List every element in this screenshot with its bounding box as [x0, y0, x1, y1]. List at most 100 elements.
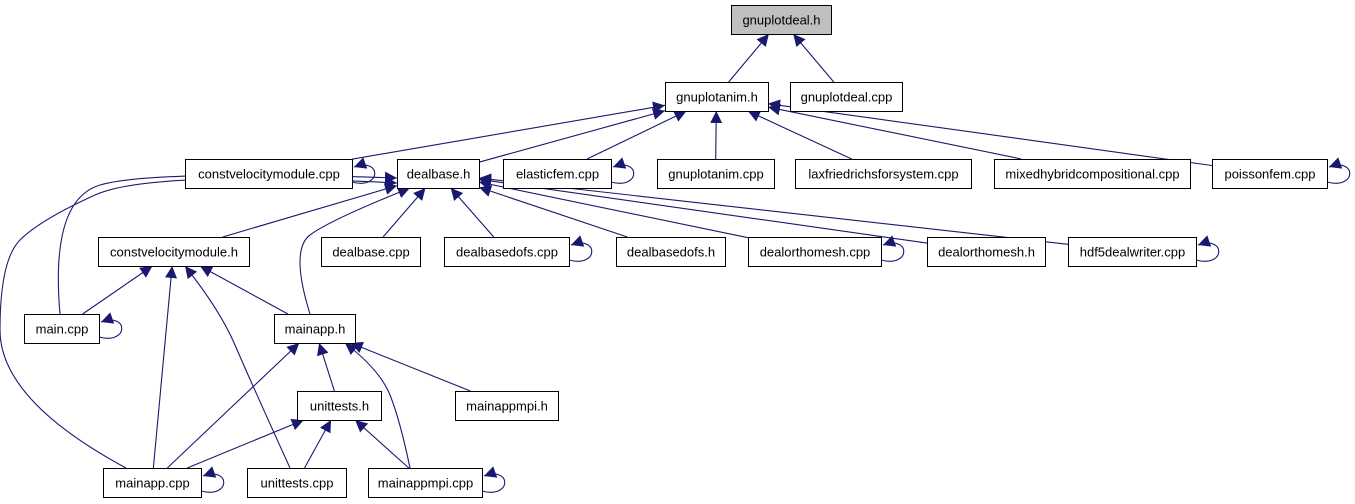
edge-poissonfem-cpp-to-gnuplotanim-h [767, 99, 1213, 167]
node-box [397, 159, 480, 189]
node-mainappmpi-h[interactable]: mainappmpi.h [455, 391, 559, 421]
node-dealorthomesh-cpp[interactable]: dealorthomesh.cpp [748, 237, 882, 267]
node-constvelocitymodule-h[interactable]: constvelocitymodule.h [98, 237, 250, 267]
edge-mainappmpi-cpp-to-mainapp-h [344, 342, 411, 469]
node-elasticfem-cpp[interactable]: elasticfem.cpp [503, 159, 612, 189]
node-label: poissonfem.cpp [1224, 167, 1315, 182]
node-main-cpp[interactable]: main.cpp [24, 314, 100, 344]
node-box [503, 159, 612, 189]
node-label: mainappmpi.cpp [378, 476, 473, 491]
node-box [297, 391, 382, 421]
node-label: mainappmpi.h [466, 399, 548, 414]
node-dealorthomesh-h[interactable]: dealorthomesh.h [927, 237, 1046, 267]
node-box [274, 314, 356, 344]
edge-unittests-h-to-mainapp-h [317, 342, 335, 392]
self-loop-elasticfem-cpp [610, 157, 635, 184]
node-mainapp-cpp[interactable]: mainapp.cpp [103, 468, 202, 498]
node-label: dealbase.h [407, 167, 471, 182]
node-box [368, 468, 483, 498]
node-box [731, 5, 832, 35]
edge-gnuplotanim-cpp-to-gnuplotanim-h [710, 110, 723, 160]
node-gnuplotanim-h[interactable]: gnuplotanim.h [665, 82, 769, 112]
node-box [1068, 237, 1197, 267]
edge-mainappmpi-h-to-mainapp-h [350, 341, 471, 392]
node-box [927, 237, 1046, 267]
node-label: gnuplotanim.cpp [668, 167, 763, 182]
node-mainapp-h[interactable]: mainapp.h [274, 314, 356, 344]
node-box [185, 159, 353, 189]
node-label: mainapp.cpp [115, 476, 189, 491]
edge-mainapp-h-to-dealbase-h [299, 186, 411, 315]
self-loop-constvelocitymodule-cpp [351, 157, 376, 184]
edge-constvelocitymodule-h-to-dealbase-h [222, 183, 398, 238]
node-label: elasticfem.cpp [516, 167, 599, 182]
node-label: mixedhybridcompositional.cpp [1005, 167, 1179, 182]
node-dealbasedofs-h[interactable]: dealbasedofs.h [616, 237, 726, 267]
edge-dealbase-h-to-gnuplotanim-h [478, 108, 666, 163]
node-hdf5dealwriter-cpp[interactable]: hdf5dealwriter.cpp [1068, 237, 1197, 267]
edge-constvelocitymodule-cpp-to-gnuplotanim-h [351, 101, 666, 160]
node-mixedhybridcompositional-cpp[interactable]: mixedhybridcompositional.cpp [994, 159, 1191, 189]
node-box [321, 237, 421, 267]
node-label: gnuplotdeal.cpp [801, 90, 893, 105]
node-dealbase-cpp[interactable]: dealbase.cpp [321, 237, 421, 267]
self-loop-dealorthomesh-cpp [880, 235, 905, 262]
edge-main-cpp-to-constvelocitymodule-h [82, 265, 153, 315]
node-label: dealbasedofs.cpp [456, 245, 558, 260]
edge-mainapp-cpp-to-mainapp-h [166, 342, 300, 469]
node-box [665, 82, 769, 112]
node-poissonfem-cpp[interactable]: poissonfem.cpp [1212, 159, 1328, 189]
node-label: gnuplotanim.h [676, 90, 758, 105]
nodes-layer: gnuplotdeal.h gnuplotanim.h gnuplotdeal.cp… [24, 5, 1328, 498]
self-loop-mainapp-cpp [200, 466, 225, 493]
edge-dealorthomesh-h-to-dealbase-h [478, 175, 928, 244]
node-box [455, 391, 559, 421]
node-dealbasedofs-cpp[interactable]: dealbasedofs.cpp [444, 237, 570, 267]
node-box [24, 314, 100, 344]
node-label: dealbasedofs.h [627, 245, 715, 260]
node-box [98, 237, 250, 267]
node-gnuplotdeal-h[interactable]: gnuplotdeal.h [731, 5, 832, 35]
node-gnuplotdeal-cpp[interactable]: gnuplotdeal.cpp [790, 82, 903, 112]
edge-dealbasedofs-h-to-dealbase-h [478, 185, 628, 238]
edge-mainapp-h-to-constvelocitymodule-h [199, 265, 289, 315]
node-box [444, 237, 570, 267]
edge-mainapp-cpp-to-unittests-h [187, 419, 304, 469]
node-unittests-cpp[interactable]: unittests.cpp [247, 468, 347, 498]
node-gnuplotanim-cpp[interactable]: gnuplotanim.cpp [657, 159, 775, 189]
node-box [657, 159, 775, 189]
node-constvelocitymodule-cpp[interactable]: constvelocitymodule.cpp [185, 159, 353, 189]
node-box [103, 468, 202, 498]
node-box [247, 468, 347, 498]
self-loop-hdf5dealwriter-cpp [1195, 235, 1220, 262]
node-label: laxfriedrichsforsystem.cpp [808, 167, 958, 182]
node-label: dealorthomesh.h [938, 245, 1035, 260]
node-label: unittests.h [310, 399, 369, 414]
node-mainappmpi-cpp[interactable]: mainappmpi.cpp [368, 468, 483, 498]
self-loop-dealbasedofs-cpp [568, 235, 593, 262]
node-box [1212, 159, 1328, 189]
node-label: hdf5dealwriter.cpp [1080, 245, 1186, 260]
edge-unittests-cpp-to-unittests-h [304, 419, 332, 469]
node-dealbase-h[interactable]: dealbase.h [397, 159, 480, 189]
node-laxfriedrichsforsystem-cpp[interactable]: laxfriedrichsforsystem.cpp [795, 159, 972, 189]
edge-dealorthomesh-cpp-to-dealbase-h [478, 178, 749, 239]
edge-dealbase-cpp-to-dealbase-h [382, 187, 426, 238]
self-loop-main-cpp [98, 312, 123, 339]
edge-gnuplotanim-h-to-gnuplotdeal-h [728, 33, 770, 83]
node-unittests-h[interactable]: unittests.h [297, 391, 382, 421]
edge-dealbasedofs-cpp-to-dealbase-h [450, 187, 495, 238]
node-label: constvelocitymodule.h [110, 245, 238, 260]
node-box [795, 159, 972, 189]
edge-elasticfem-cpp-to-gnuplotanim-h [586, 110, 687, 160]
node-label: gnuplotdeal.h [742, 13, 820, 28]
node-label: dealorthomesh.cpp [760, 245, 871, 260]
node-label: dealbase.cpp [332, 245, 409, 260]
node-label: mainapp.h [285, 322, 346, 337]
node-label: main.cpp [36, 322, 89, 337]
edges-layer [0, 33, 1351, 493]
edge-hdf5dealwriter-cpp-to-dealbase-h [478, 173, 1069, 245]
node-box [748, 237, 882, 267]
self-loop-mainappmpi-cpp [481, 466, 506, 493]
